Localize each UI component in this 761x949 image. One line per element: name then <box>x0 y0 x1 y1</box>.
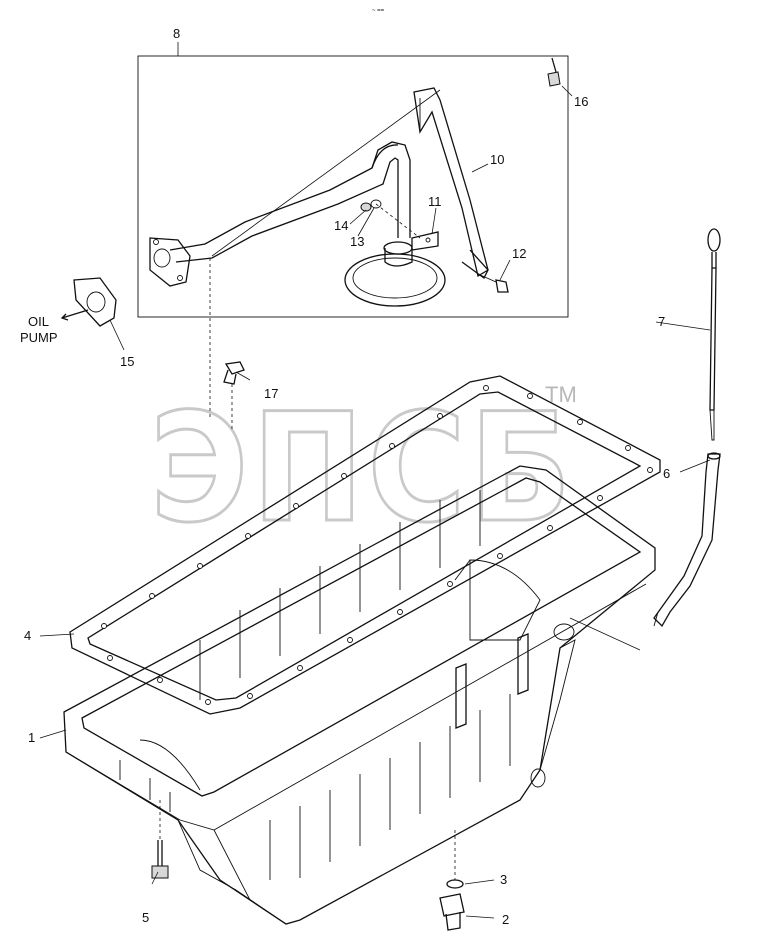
pipe-bracket <box>413 87 489 279</box>
oil-pan <box>63 465 656 925</box>
drain-plug <box>439 893 465 931</box>
pipe-clamp <box>411 231 439 251</box>
callout-3: 3 <box>500 872 507 887</box>
oil-suction-pipe <box>169 141 411 263</box>
oil-pump-note: OIL PUMP <box>20 314 58 345</box>
drain-o-ring <box>446 879 464 889</box>
pan-bolt-5 <box>151 840 169 879</box>
bolt-17 <box>223 361 245 385</box>
callout-1: 1 <box>28 730 35 745</box>
washer-and-nut <box>360 199 421 239</box>
oil-pump-line-1: OIL <box>28 314 49 329</box>
bolt-12 <box>477 273 509 293</box>
callout-labels: 1 2 3 4 5 6 7 8 10 11 12 13 14 15 16 17 <box>24 26 670 927</box>
pump-gasket <box>73 277 117 327</box>
callout-11: 11 <box>428 194 442 209</box>
callout-17: 17 <box>264 386 278 401</box>
watermark: ЭПСБ TM <box>149 381 577 558</box>
oil-pump-arrow <box>60 309 89 321</box>
leader-lines <box>39 42 711 919</box>
watermark-tm: TM <box>545 382 577 407</box>
callout-10: 10 <box>490 152 504 167</box>
strainer-group-box <box>137 55 569 318</box>
dipstick-guide-tube <box>653 452 721 628</box>
callout-14: 14 <box>334 218 348 233</box>
callout-2: 2 <box>502 912 509 927</box>
pipe-flange <box>149 237 191 287</box>
dipstick <box>707 228 721 441</box>
callout-13: 13 <box>350 234 364 249</box>
callout-15: 15 <box>120 354 134 369</box>
bolt-16 <box>547 57 561 87</box>
watermark-text: ЭПСБ <box>150 382 575 556</box>
callout-12: 12 <box>512 246 526 261</box>
callout-4: 4 <box>24 628 31 643</box>
callout-8: 8 <box>173 26 180 41</box>
strainer-screen <box>344 241 446 307</box>
callout-6: 6 <box>663 466 670 481</box>
callout-16: 16 <box>574 94 588 109</box>
header-mark: ~ == <box>372 8 385 14</box>
callout-7: 7 <box>658 314 665 329</box>
oil-pump-line-2: PUMP <box>20 330 58 345</box>
callout-5: 5 <box>142 910 149 925</box>
oil-pan-gasket <box>69 375 661 715</box>
